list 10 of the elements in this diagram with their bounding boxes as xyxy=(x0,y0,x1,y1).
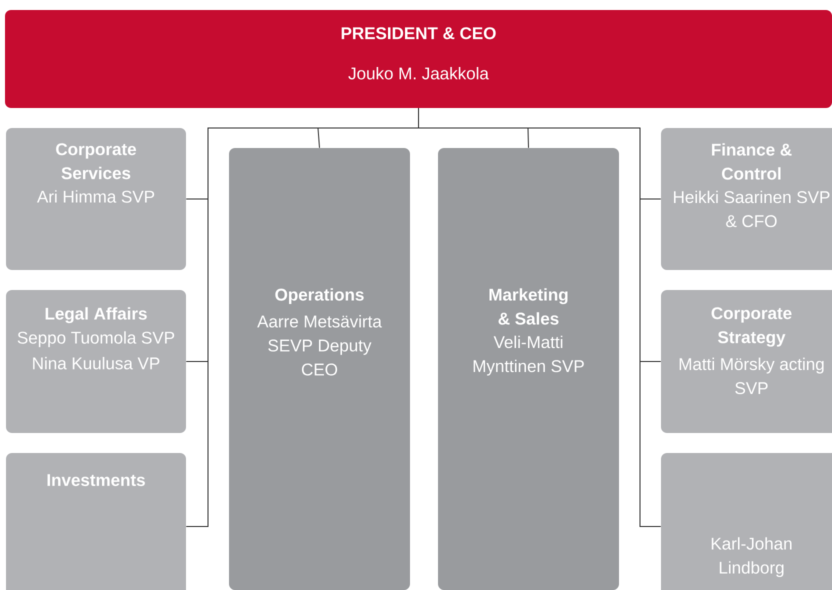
department-box: Legal Affairs Seppo Tuomola SVP Nina Kuulusa VP xyxy=(6,290,186,433)
department-box: Marketing & Sales Veli-Matti Mynttinen SVP xyxy=(438,148,619,590)
department-box: Corporate Strategy Matti Mörsky acting SVP xyxy=(661,290,832,433)
department-box: Operations Aarre Metsävirta SEVP Deputy CEO xyxy=(229,148,410,590)
title-box: PRESIDENT & CEO Jouko M. Jaakkola xyxy=(5,10,832,108)
connector-line xyxy=(418,108,662,527)
department-box: Karl-Johan Lindborg xyxy=(661,453,832,590)
department-box: Finance & Control Heikki Saarinen SVP & CFO xyxy=(661,128,832,270)
department-box: Investments xyxy=(6,453,186,590)
department-box: Corporate Services Ari Himma SVP xyxy=(6,128,186,270)
